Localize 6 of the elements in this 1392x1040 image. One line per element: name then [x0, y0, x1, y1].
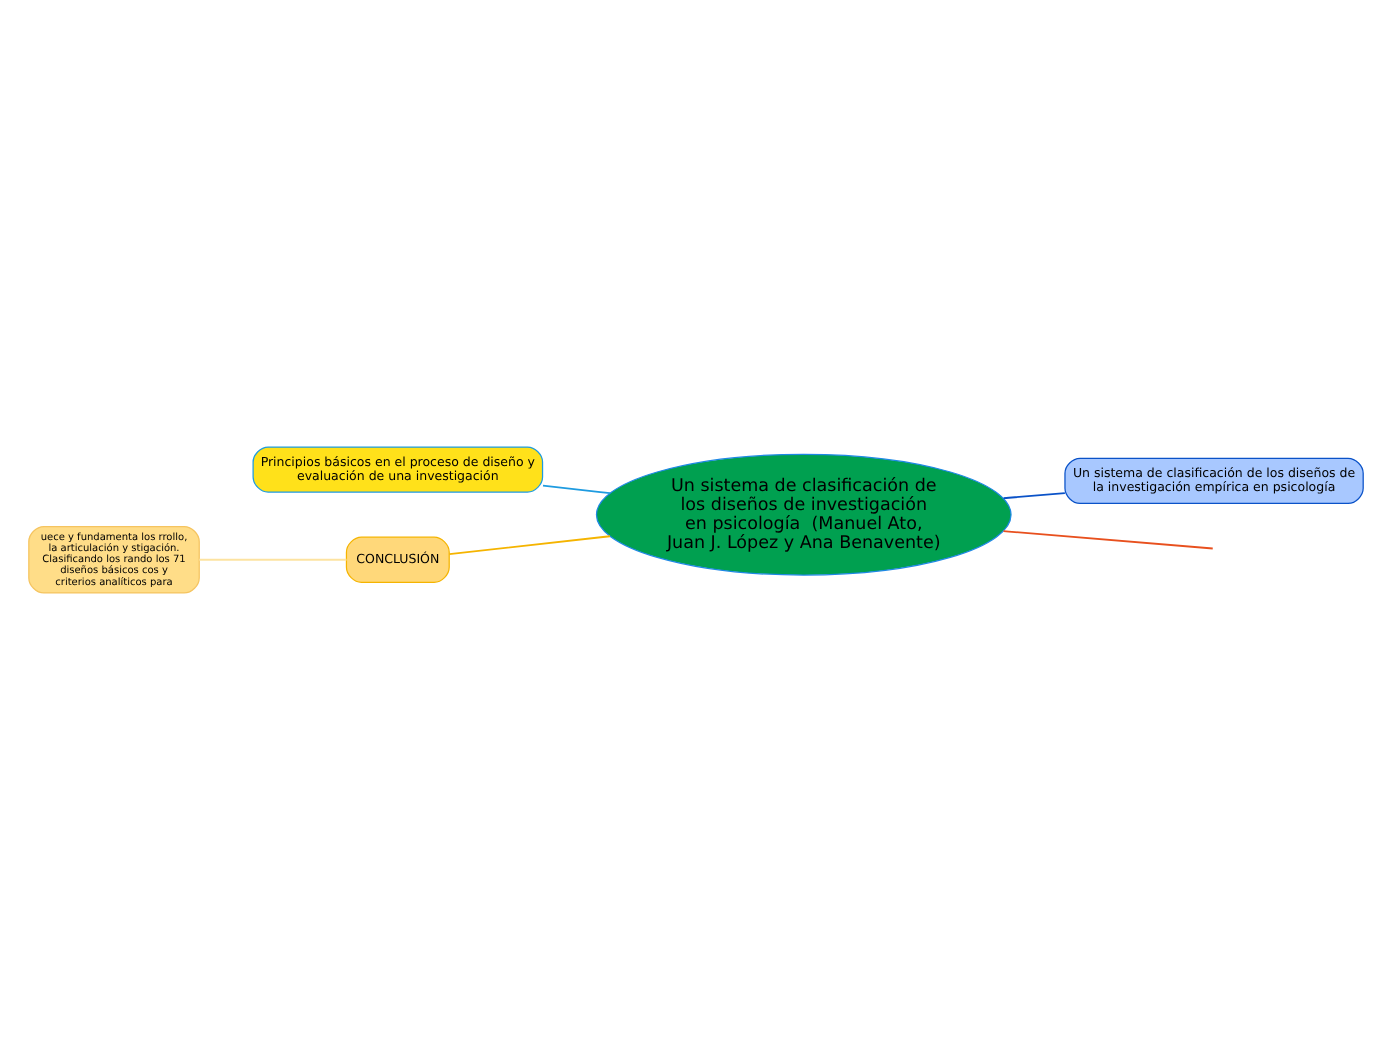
connector — [542, 484, 611, 495]
node-ellipse: Un sistema de clasificación de los diseños de investigación en psicología (Manuel Ato, Juan J. López y Ana Benavente) — [595, 453, 1012, 576]
connector — [1002, 530, 1214, 550]
connector — [198, 558, 348, 561]
connector — [448, 535, 611, 556]
connector — [1002, 492, 1066, 500]
